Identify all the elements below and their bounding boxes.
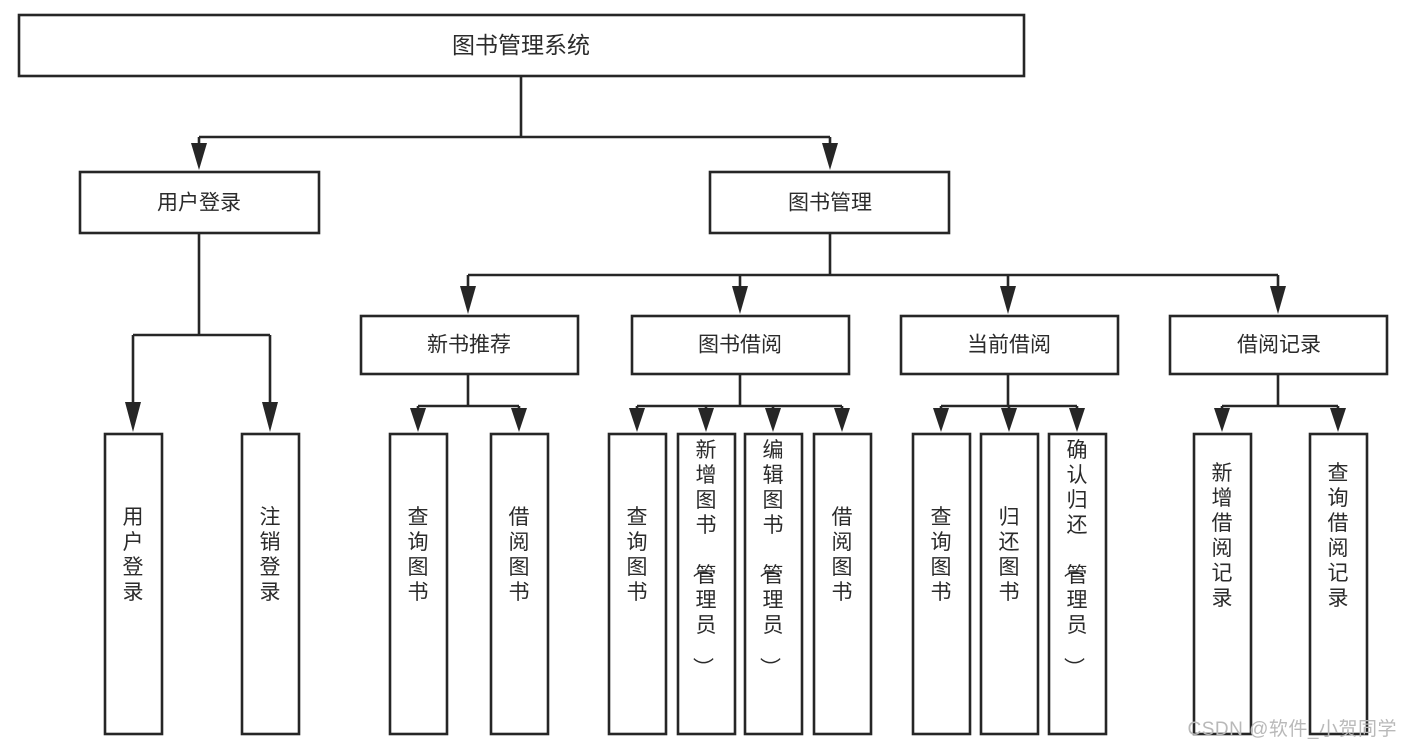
arrow-head-leaf-b2	[698, 408, 714, 432]
node-book-management-box[interactable]	[708, 170, 951, 235]
node-borrow-record-box[interactable]	[1168, 314, 1389, 376]
leaf-node-current-borrow-1-label: 查询图书	[931, 506, 952, 604]
node-book-management-label: 图书管理	[788, 192, 872, 215]
leaf-node-current-borrow-3-label: 确认归还（管理员）	[1062, 439, 1088, 678]
node-borrow-record-label: 借阅记录	[1237, 334, 1321, 357]
leaf-node-user-login-2-label: 注销登录	[260, 506, 281, 604]
arrow-head-leaf-b3	[765, 408, 781, 432]
arrow-head-leaf-c3	[1069, 408, 1085, 432]
leaf-node-book-borrow-2-label: 新增图书（管理员）	[691, 439, 717, 678]
leaf-node-borrow-record-2[interactable]: 查询借阅记录	[1308, 432, 1369, 736]
connector-group-book-borrow	[629, 374, 850, 432]
leaf-node-new-book-1[interactable]: 查询图书	[388, 432, 449, 736]
node-current-borrow[interactable]: 当前借阅	[899, 314, 1120, 376]
connector-group-user-login	[125, 233, 278, 432]
leaf-node-borrow-record-1[interactable]: 新增借阅记录	[1192, 432, 1253, 736]
connector-group-root	[191, 76, 838, 170]
arrow-head-user-login	[191, 143, 207, 170]
arrow-head-leaf-u1	[125, 402, 141, 432]
leaf-node-current-borrow-1[interactable]: 查询图书	[911, 432, 972, 736]
arrow-head-book-mgmt	[822, 143, 838, 170]
leaf-node-book-borrow-1-label: 查询图书	[627, 506, 648, 604]
leaf-node-book-borrow-4[interactable]: 借阅图书	[812, 432, 873, 736]
leaf-node-book-borrow-4-box[interactable]	[812, 432, 873, 736]
leaf-node-current-borrow-3-box[interactable]	[1047, 432, 1108, 736]
arrow-head-leaf-r2	[1330, 408, 1346, 432]
leaf-node-new-book-1-label: 查询图书	[408, 506, 429, 604]
leaf-node-new-book-1-box[interactable]	[388, 432, 449, 736]
leaf-node-user-login-1-label: 用户登录	[123, 506, 144, 604]
node-book-borrow[interactable]: 图书借阅	[630, 314, 851, 376]
node-new-book-recommend-label: 新书推荐	[427, 334, 511, 357]
connector-group-book-mgmt	[460, 233, 1286, 314]
node-user-login-box[interactable]	[78, 170, 321, 235]
arrow-head-new-book	[460, 286, 476, 314]
leaf-node-new-book-2-box[interactable]	[489, 432, 550, 736]
leaf-node-current-borrow-2-box[interactable]	[979, 432, 1040, 736]
leaf-node-book-borrow-3-label: 编辑图书（管理员）	[758, 439, 784, 678]
node-root-box[interactable]	[17, 13, 1026, 78]
node-current-borrow-box[interactable]	[899, 314, 1120, 376]
leaf-node-book-borrow-1[interactable]: 查询图书	[607, 432, 668, 736]
arrow-head-leaf-u2	[262, 402, 278, 432]
leaf-node-book-borrow-3[interactable]: 编辑图书（管理员）	[743, 432, 804, 736]
node-book-borrow-box[interactable]	[630, 314, 851, 376]
leaf-node-book-borrow-2[interactable]: 新增图书（管理员）	[676, 432, 737, 736]
arrow-head-book-borrow	[732, 286, 748, 314]
leaf-node-new-book-2-label: 借阅图书	[509, 506, 530, 604]
node-book-management[interactable]: 图书管理	[708, 170, 951, 235]
leaf-node-new-book-2[interactable]: 借阅图书	[489, 432, 550, 736]
leaf-node-borrow-record-2-box[interactable]	[1308, 432, 1369, 736]
leaf-node-user-login-1[interactable]: 用户登录	[103, 432, 164, 736]
leaf-node-user-login-1-box[interactable]	[103, 432, 164, 736]
leaf-node-book-borrow-3-box[interactable]	[743, 432, 804, 736]
node-new-book-recommend[interactable]: 新书推荐	[359, 314, 580, 376]
connector-group-current-borrow	[933, 374, 1085, 432]
leaf-node-current-borrow-3[interactable]: 确认归还（管理员）	[1047, 432, 1108, 736]
arrow-head-leaf-b4	[834, 408, 850, 432]
arrow-head-leaf-c1	[933, 408, 949, 432]
arrow-head-borrow-record	[1270, 286, 1286, 314]
arrow-head-leaf-n1	[410, 408, 426, 432]
connector-group-new-book	[410, 374, 527, 432]
node-root-label: 图书管理系统	[452, 32, 590, 58]
node-new-book-recommend-box[interactable]	[359, 314, 580, 376]
leaf-node-borrow-record-2-label: 查询借阅记录	[1328, 462, 1349, 610]
leaf-node-user-login-2-box[interactable]	[240, 432, 301, 736]
leaf-node-current-borrow-2[interactable]: 归还图书	[979, 432, 1040, 736]
node-borrow-record[interactable]: 借阅记录	[1168, 314, 1389, 376]
connector-group-borrow-record	[1214, 374, 1346, 432]
arrow-head-current-borrow	[1000, 286, 1016, 314]
node-book-borrow-label: 图书借阅	[698, 334, 782, 357]
node-user-login-label: 用户登录	[157, 192, 241, 215]
node-root[interactable]: 图书管理系统	[17, 13, 1026, 78]
leaf-node-borrow-record-1-label: 新增借阅记录	[1212, 462, 1233, 610]
node-current-borrow-label: 当前借阅	[967, 334, 1051, 357]
arrow-head-leaf-n2	[511, 408, 527, 432]
leaf-node-user-login-2[interactable]: 注销登录	[240, 432, 301, 736]
leaf-node-book-borrow-1-box[interactable]	[607, 432, 668, 736]
leaf-node-current-borrow-2-label: 归还图书	[999, 506, 1020, 604]
leaf-node-borrow-record-1-box[interactable]	[1192, 432, 1253, 736]
arrow-head-leaf-b1	[629, 408, 645, 432]
leaf-node-book-borrow-4-label: 借阅图书	[832, 506, 853, 604]
arrow-head-leaf-r1	[1214, 408, 1230, 432]
node-user-login[interactable]: 用户登录	[78, 170, 321, 235]
arrow-head-leaf-c2	[1001, 408, 1017, 432]
leaf-node-current-borrow-1-box[interactable]	[911, 432, 972, 736]
leaf-node-book-borrow-2-box[interactable]	[676, 432, 737, 736]
